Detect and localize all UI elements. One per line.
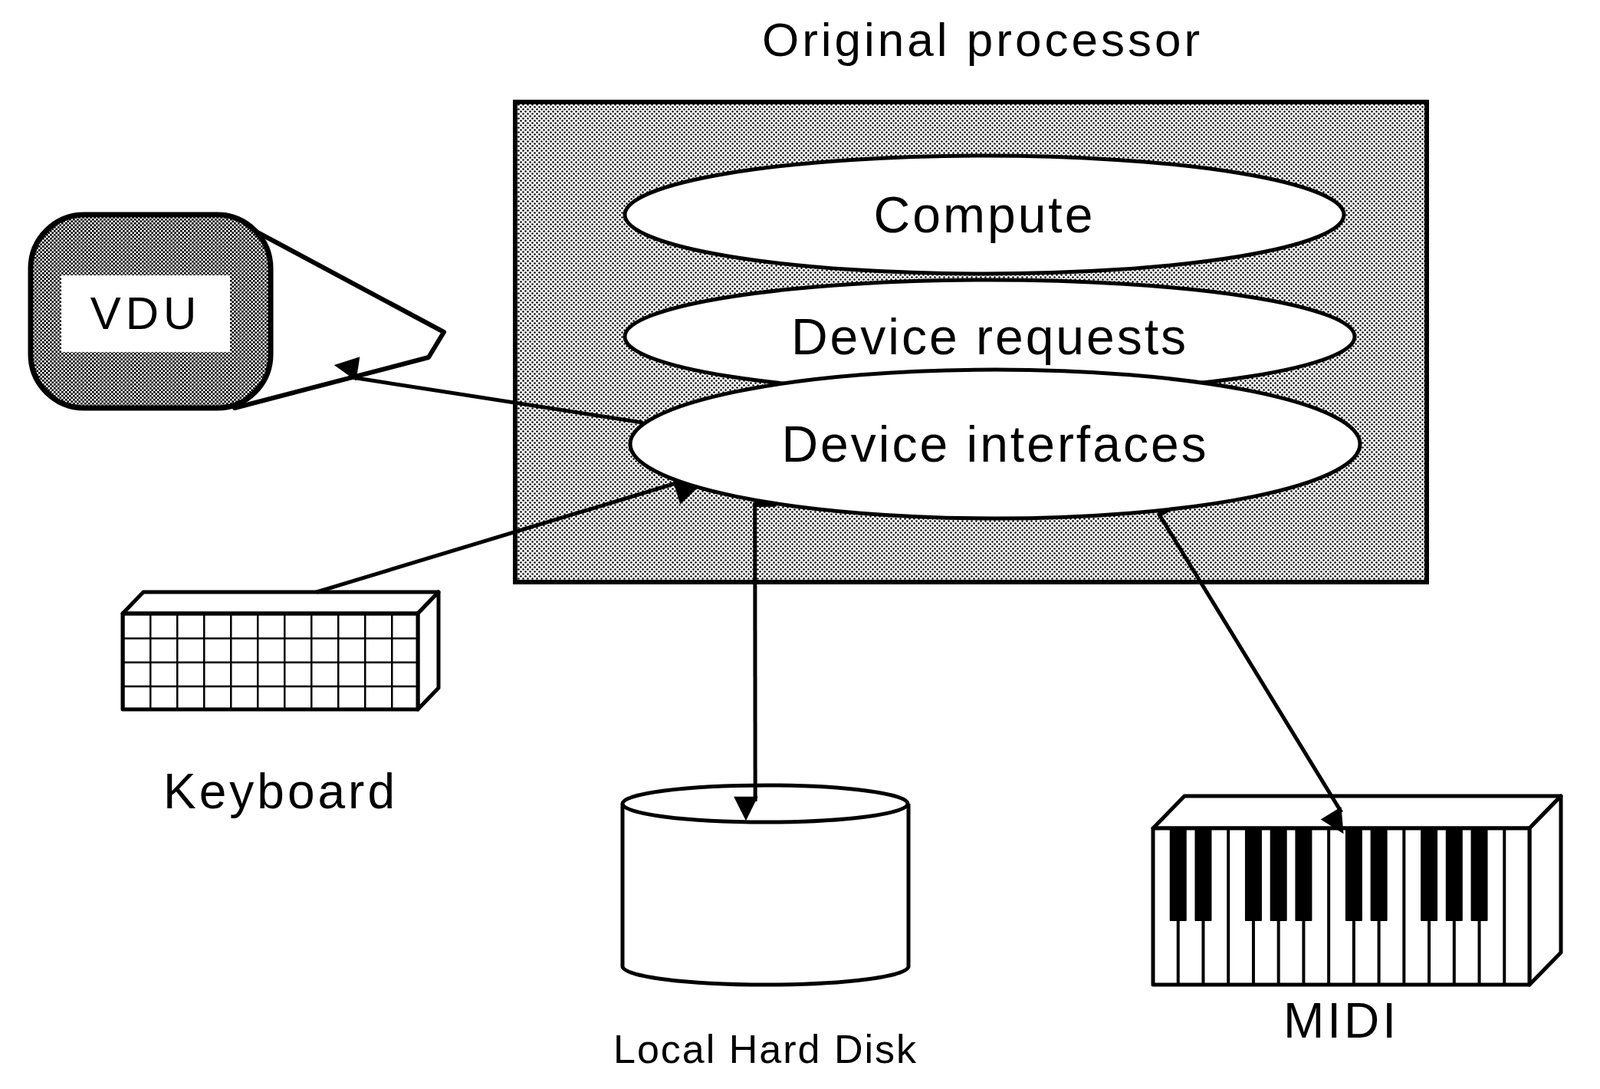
node-label: Keyboard (122, 762, 439, 820)
keyboard-device: Keyboard (122, 591, 439, 813)
disk-cylinder (622, 785, 909, 985)
connector-arrow (1158, 512, 1342, 813)
node-label: Device interfaces (781, 414, 1209, 474)
connector-arrow (351, 377, 643, 423)
node-label: Compute (873, 185, 1096, 244)
processor-box: Original processorComputeDevice requests… (515, 7, 1427, 582)
node-label: Local Hard Disk (582, 1025, 949, 1072)
vdu-monitor (30, 214, 444, 408)
processor-box (515, 101, 1427, 582)
keyboard-icon (122, 591, 439, 710)
connector-arrow (316, 482, 679, 592)
disk-device: Local Hard Disk (582, 785, 949, 1066)
process-ellipse: Device interfaces (627, 367, 1363, 521)
node-label: MIDI (1153, 992, 1530, 1049)
process-ellipse: Compute (622, 153, 1347, 276)
node-label: Original processor (515, 12, 1427, 67)
midi-device: MIDI (1153, 795, 1561, 1051)
node-label: VDU (61, 275, 230, 352)
node-label: Device requests (791, 307, 1189, 366)
connector-arrow (752, 502, 757, 802)
vdu-device: VDU (30, 214, 444, 409)
midi-keyboard (1153, 795, 1561, 985)
